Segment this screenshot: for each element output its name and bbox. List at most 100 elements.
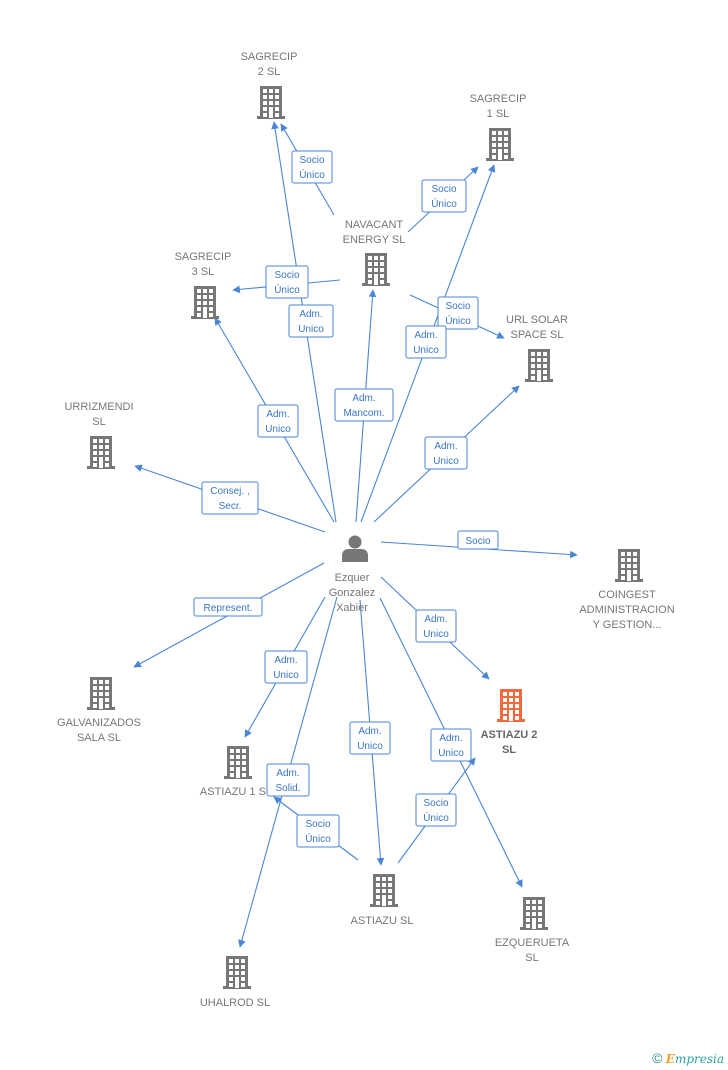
building-icon-sagrecip1[interactable] bbox=[486, 128, 514, 161]
building-icon-sagrecip2[interactable] bbox=[257, 86, 285, 119]
edge-label-text: Consej. , bbox=[210, 486, 249, 497]
building-icon-astiazu2[interactable] bbox=[497, 689, 525, 722]
edge-label-person-galvanizados[interactable]: Represent. bbox=[193, 597, 263, 617]
node-label-urrizmendi: URRIZMENDI bbox=[64, 401, 133, 413]
edge-label-person-astiazu2[interactable]: Adm. Unico bbox=[415, 609, 457, 643]
building-icon-astiazu1[interactable] bbox=[224, 746, 252, 779]
node-label-ezquerueta: EZQUERUETA bbox=[495, 937, 570, 949]
edge-label-person-urrizmendi[interactable]: Consej. , Secr. bbox=[201, 481, 259, 515]
edge-label-box bbox=[296, 814, 340, 848]
node-label-galvanizados: SALA SL bbox=[77, 732, 121, 744]
node-label-uhalrod: UHALROD SL bbox=[200, 997, 270, 1009]
edge-label-box bbox=[421, 179, 467, 213]
building-icon-coingest[interactable] bbox=[615, 549, 643, 582]
edge-label-text: Socio bbox=[299, 155, 324, 166]
edge-label-box bbox=[415, 793, 457, 827]
edge-label-box bbox=[349, 721, 391, 755]
node-label-galvanizados: GALVANIZADOS bbox=[57, 717, 141, 729]
copyright-icon: © bbox=[652, 1050, 663, 1066]
building-icon-astiazu[interactable] bbox=[370, 874, 398, 907]
brand-logo: Empresia bbox=[665, 1052, 724, 1066]
node-label-sagrecip2: 2 SL bbox=[258, 66, 281, 78]
edge-label-person-astiazu[interactable]: Adm. Unico bbox=[349, 721, 391, 755]
node-label-astiazu1: ASTIAZU 1 SL bbox=[200, 786, 272, 798]
building-icon-sagrecip3[interactable] bbox=[191, 286, 219, 319]
edge-label-text: Represent. bbox=[204, 603, 253, 614]
edge-label-box bbox=[265, 265, 309, 299]
node-label-urrizmendi: SL bbox=[92, 416, 105, 428]
edge-label-person-sagrecip2[interactable]: Adm.Unico bbox=[288, 304, 334, 338]
edge-label-person-coingest[interactable]: Socio bbox=[457, 530, 499, 550]
edge-label-box bbox=[193, 597, 263, 617]
edge-label-person-sagrecip3[interactable]: Adm.Unico bbox=[257, 404, 299, 438]
edge-label-text: Adm. bbox=[439, 733, 462, 744]
edge-label-box bbox=[257, 404, 299, 438]
building-icon-uhalrod[interactable] bbox=[223, 956, 251, 989]
building-icon-urlsolar[interactable] bbox=[525, 349, 553, 382]
edge-label-text: Único bbox=[445, 314, 471, 327]
node-label-ezquerueta: SL bbox=[525, 952, 538, 964]
edge-label-box bbox=[457, 530, 499, 550]
footer-brand: © Empresia bbox=[652, 1050, 724, 1066]
node-label-sagrecip3: SAGRECIP bbox=[175, 251, 232, 263]
edge-label-box bbox=[201, 481, 259, 515]
node-label-urlsolar: SPACE SL bbox=[511, 329, 564, 341]
node-label-sagrecip3: 3 SL bbox=[192, 266, 215, 278]
edge-label-text: Unico bbox=[423, 629, 449, 640]
edge-label-text: Secr. bbox=[219, 501, 242, 512]
edge-label-text: Único bbox=[423, 811, 449, 824]
edge-label-box bbox=[288, 304, 334, 338]
edge-label-text: Socio bbox=[431, 184, 456, 195]
node-label-person: Gonzalez bbox=[329, 587, 375, 599]
edge-label-text: Unico bbox=[357, 741, 383, 752]
edge-label-text: Socio bbox=[305, 819, 330, 830]
person-icon[interactable] bbox=[342, 535, 368, 563]
edge-label-person-navacant[interactable]: Adm. Mancom. bbox=[334, 388, 394, 422]
edge-label-text: Único bbox=[274, 283, 300, 296]
node-label-coingest: ADMINISTRACION bbox=[579, 604, 674, 616]
node-label-astiazu2: SL bbox=[502, 744, 516, 756]
node-label-coingest: Y GESTION... bbox=[593, 619, 662, 631]
node-label-person: Xabier bbox=[336, 602, 368, 614]
building-icon-ezquerueta[interactable] bbox=[520, 897, 548, 930]
edge-label-text: Mancom. bbox=[343, 408, 384, 419]
edge-label-box bbox=[291, 150, 333, 184]
node-label-astiazu2: ASTIAZU 2 bbox=[481, 729, 538, 741]
building-icon-urrizmendi[interactable] bbox=[87, 436, 115, 469]
edge-label-box bbox=[405, 325, 447, 359]
edge-label-text: Solid. bbox=[275, 783, 300, 794]
edge-label-person-uhalrod[interactable]: Adm. Solid. bbox=[266, 763, 310, 797]
edge-label-text: Adm. bbox=[274, 655, 297, 666]
edge-label-text: Adm. bbox=[434, 441, 457, 452]
edge-label-box bbox=[437, 296, 479, 330]
edge-label-box bbox=[334, 388, 394, 422]
edge-label-text: Único bbox=[299, 168, 325, 181]
edge-label-text: Adm. bbox=[424, 614, 447, 625]
edge-label-text: Unico bbox=[265, 424, 291, 435]
edge-label-text: Adm. bbox=[276, 768, 299, 779]
building-icon-galvanizados[interactable] bbox=[87, 677, 115, 710]
node-label-coingest: COINGEST bbox=[598, 589, 656, 601]
node-label-astiazu: ASTIAZU SL bbox=[351, 915, 414, 927]
edge-label-person-sagrecip1[interactable]: Adm.Unico bbox=[405, 325, 447, 359]
edge-label-text: Socio bbox=[445, 301, 470, 312]
edge-label-box bbox=[424, 436, 468, 470]
edge-label-text: Adm. bbox=[352, 393, 375, 404]
edge-label-text: Adm. bbox=[414, 330, 437, 341]
building-icon-navacant[interactable] bbox=[362, 253, 390, 286]
edge-label-person-ezquerueta[interactable]: Adm.Unico bbox=[430, 728, 472, 762]
edge-label-box bbox=[415, 609, 457, 643]
edge-label-person-urlsolar[interactable]: Adm.Unico bbox=[424, 436, 468, 470]
edge-label-text: Socio bbox=[274, 270, 299, 281]
edge-label-person-astiazu1[interactable]: Adm.Unico bbox=[264, 650, 308, 684]
node-label-sagrecip1: 1 SL bbox=[487, 108, 510, 120]
edge-label-text: Adm. bbox=[358, 726, 381, 737]
node-label-navacant: NAVACANT bbox=[345, 219, 404, 231]
